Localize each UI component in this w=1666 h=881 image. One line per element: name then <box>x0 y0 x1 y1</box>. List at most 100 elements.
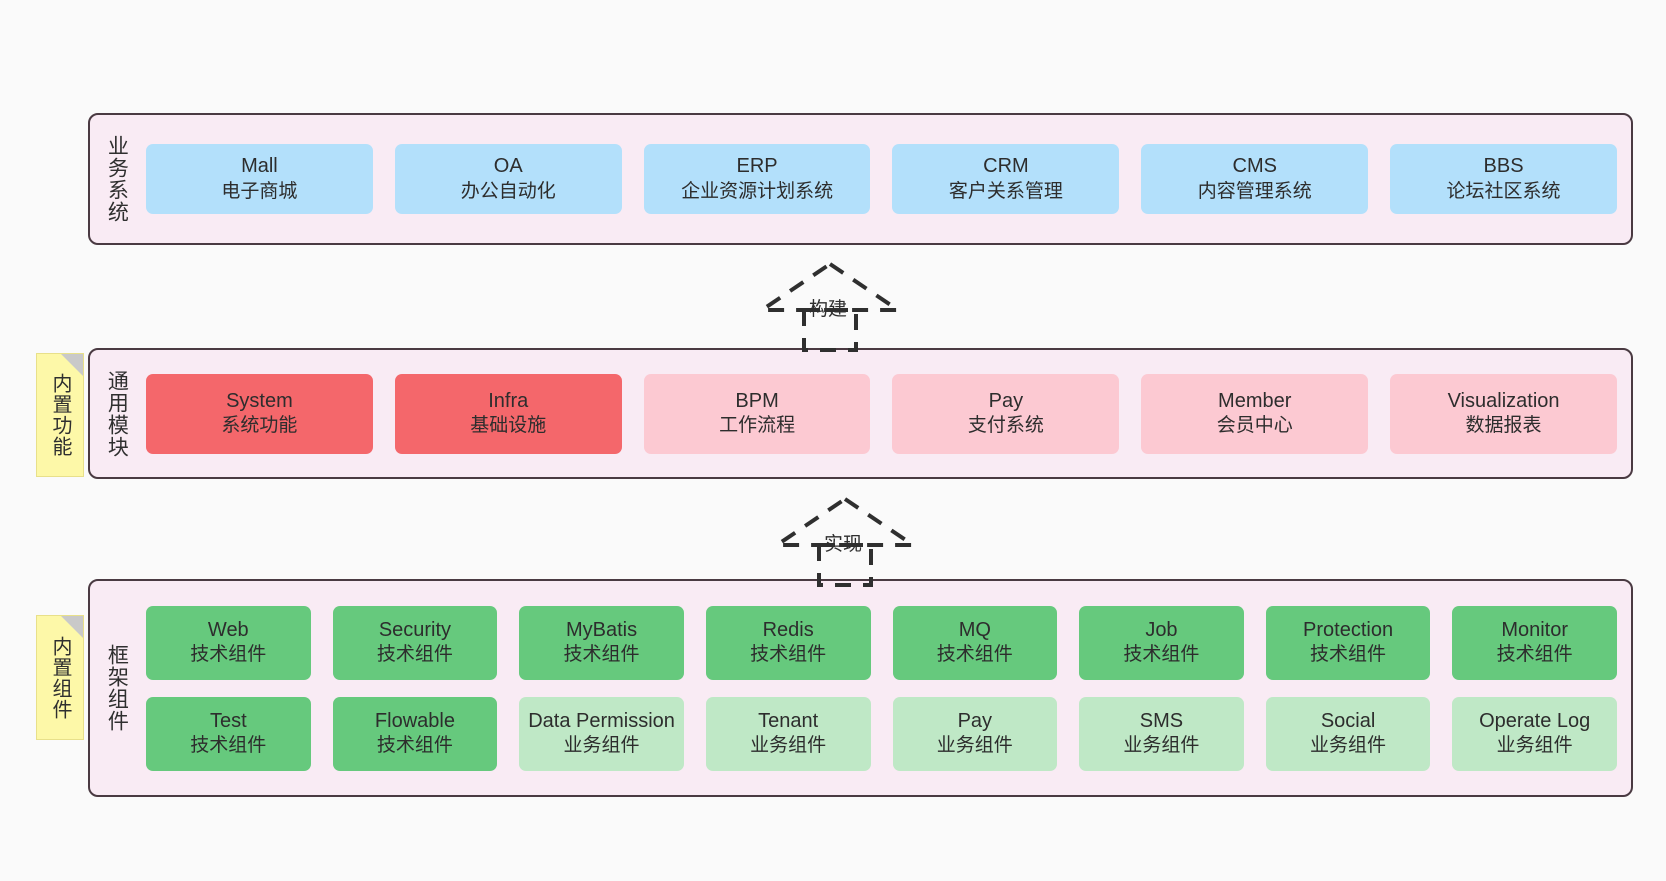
card-subtitle: 技术组件 <box>190 735 267 757</box>
connector-implement-arrow: 实现 <box>765 493 925 587</box>
arrow-shaft-icon <box>802 308 858 352</box>
module-card-flowable[interactable]: Flowable 技术组件 <box>332 696 498 771</box>
card-title: SMS <box>1139 709 1184 732</box>
layer-label-framework-components: 框架组件 <box>105 644 129 732</box>
card-title: Web <box>207 618 249 641</box>
layer-body-common-modules: System 系统功能 Infra 基础设施 BPM 工作流程 Pay 支付系统… <box>142 350 1631 477</box>
module-card-security[interactable]: Security 技术组件 <box>332 605 498 680</box>
connector-label-implement: 实现 <box>824 534 863 555</box>
module-card-erp[interactable]: ERP 企业资源计划系统 <box>643 144 871 214</box>
card-title: Protection <box>1303 618 1394 641</box>
note-text: 内置功能 <box>49 373 71 457</box>
module-card-member[interactable]: Member 会员中心 <box>1141 373 1369 454</box>
card-subtitle: 基础设施 <box>470 415 547 437</box>
connector-build-arrow: 构建 <box>750 258 910 352</box>
module-card-job[interactable]: Job 技术组件 <box>1079 605 1244 680</box>
module-card-tenant[interactable]: Tenant 业务组件 <box>705 696 871 771</box>
card-subtitle: 支付系统 <box>967 415 1044 437</box>
note-built-in-components: 内置组件 <box>36 615 84 740</box>
card-row: System 系统功能 Infra 基础设施 BPM 工作流程 Pay 支付系统… <box>142 373 1621 454</box>
note-built-in-functions: 内置功能 <box>36 353 84 477</box>
card-title: ERP <box>736 155 778 178</box>
card-title: Job <box>1145 618 1178 641</box>
module-card-web[interactable]: Web 技术组件 <box>146 605 311 680</box>
module-card-operate-log[interactable]: Operate Log 业务组件 <box>1452 696 1617 771</box>
module-card-monitor[interactable]: Monitor 技术组件 <box>1452 605 1617 680</box>
module-card-mall[interactable]: Mall 电子商城 <box>146 144 373 214</box>
module-card-system[interactable]: System 系统功能 <box>146 373 373 454</box>
card-subtitle: 技术组件 <box>936 644 1013 666</box>
card-subtitle: 技术组件 <box>1496 644 1573 666</box>
card-title: Security <box>378 618 452 641</box>
card-subtitle: 电子商城 <box>221 180 298 202</box>
module-card-redis[interactable]: Redis 技术组件 <box>705 605 871 680</box>
card-title: CRM <box>983 155 1029 178</box>
card-row: Mall 电子商城 OA 办公自动化 ERP 企业资源计划系统 CRM 客户关系… <box>142 144 1621 214</box>
card-subtitle: 技术组件 <box>563 644 640 666</box>
card-title: Visualization <box>1447 389 1560 412</box>
card-title: Monitor <box>1501 618 1569 641</box>
card-subtitle: 会员中心 <box>1216 415 1293 437</box>
card-title: Member <box>1218 389 1292 412</box>
layer-framework-components: 框架组件 Web 技术组件 Security 技术组件 MyBatis 技术组件… <box>88 579 1633 797</box>
card-title: System <box>226 389 293 412</box>
card-title: MQ <box>958 618 991 641</box>
card-row: Test 技术组件 Flowable 技术组件 Data Permission … <box>142 696 1621 771</box>
arrowhead-triangle-icon <box>770 496 920 547</box>
arrowhead-triangle-icon <box>755 261 905 312</box>
card-title: Pay <box>988 389 1024 412</box>
module-card-social[interactable]: Social 业务组件 <box>1265 696 1431 771</box>
module-card-pay[interactable]: Pay 支付系统 <box>892 373 1120 454</box>
card-subtitle: 技术组件 <box>190 644 267 666</box>
layer-common-modules: 通用模块 System 系统功能 Infra 基础设施 BPM 工作流程 Pay… <box>88 348 1633 479</box>
layer-business-systems: 业务系统 Mall 电子商城 OA 办公自动化 ERP 企业资源计划系统 CRM… <box>88 113 1633 245</box>
card-title: Social <box>1320 709 1376 732</box>
card-title: BPM <box>735 389 779 412</box>
layer-body-business-systems: Mall 电子商城 OA 办公自动化 ERP 企业资源计划系统 CRM 客户关系… <box>142 115 1631 243</box>
card-title: Pay <box>957 709 993 732</box>
module-card-pay-component[interactable]: Pay 业务组件 <box>892 696 1058 771</box>
card-title: Operate Log <box>1479 709 1591 732</box>
module-card-cms[interactable]: CMS 内容管理系统 <box>1141 144 1369 214</box>
layer-body-framework-components: Web 技术组件 Security 技术组件 MyBatis 技术组件 Redi… <box>142 581 1631 795</box>
card-subtitle: 技术组件 <box>376 644 453 666</box>
card-subtitle: 客户关系管理 <box>948 180 1063 202</box>
card-title: Redis <box>762 618 814 641</box>
card-title: BBS <box>1483 155 1524 178</box>
module-card-data-permission[interactable]: Data Permission 业务组件 <box>519 696 684 771</box>
module-card-infra[interactable]: Infra 基础设施 <box>394 373 622 454</box>
card-title: Test <box>209 709 247 732</box>
module-card-bbs[interactable]: BBS 论坛社区系统 <box>1390 144 1617 214</box>
note-text: 内置组件 <box>49 635 71 720</box>
module-card-crm[interactable]: CRM 客户关系管理 <box>892 144 1120 214</box>
card-subtitle: 业务组件 <box>563 735 640 757</box>
module-card-oa[interactable]: OA 办公自动化 <box>394 144 622 214</box>
card-title: MyBatis <box>566 618 638 641</box>
module-card-test[interactable]: Test 技术组件 <box>146 696 311 771</box>
card-subtitle: 数据报表 <box>1465 415 1542 437</box>
card-title: Mall <box>241 155 278 178</box>
card-subtitle: 技术组件 <box>750 644 827 666</box>
connector-label-build: 构建 <box>809 299 848 320</box>
arrow-shaft-icon <box>817 543 873 587</box>
card-subtitle: 论坛社区系统 <box>1446 180 1561 202</box>
module-card-mq[interactable]: MQ 技术组件 <box>892 605 1058 680</box>
card-subtitle: 企业资源计划系统 <box>681 180 834 202</box>
card-subtitle: 业务组件 <box>1123 735 1200 757</box>
layer-label-common-modules: 通用模块 <box>105 369 129 458</box>
module-card-bpm[interactable]: BPM 工作流程 <box>643 373 871 454</box>
card-title: CMS <box>1232 155 1277 178</box>
card-subtitle: 业务组件 <box>936 735 1013 757</box>
module-card-mybatis[interactable]: MyBatis 技术组件 <box>519 605 684 680</box>
layer-label-business-systems: 业务系统 <box>105 135 129 223</box>
card-subtitle: 办公自动化 <box>460 180 556 202</box>
card-subtitle: 业务组件 <box>750 735 827 757</box>
card-row: Web 技术组件 Security 技术组件 MyBatis 技术组件 Redi… <box>142 605 1621 680</box>
card-title: Tenant <box>758 709 819 732</box>
module-card-protection[interactable]: Protection 技术组件 <box>1265 605 1431 680</box>
card-subtitle: 工作流程 <box>719 415 796 437</box>
module-card-sms[interactable]: SMS 业务组件 <box>1079 696 1244 771</box>
module-card-visualization[interactable]: Visualization 数据报表 <box>1390 373 1617 454</box>
card-subtitle: 技术组件 <box>1310 644 1387 666</box>
